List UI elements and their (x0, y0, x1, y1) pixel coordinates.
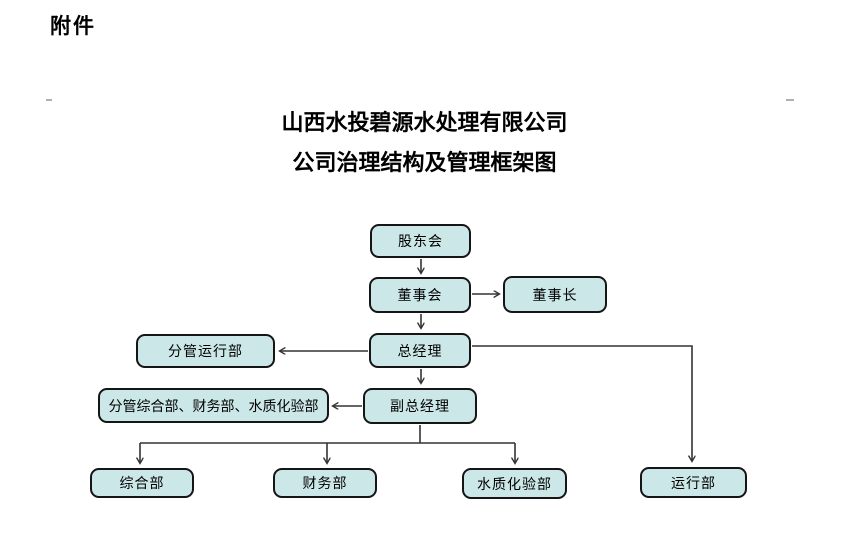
page-artifact-dash-left (46, 99, 52, 101)
org-node-deputy-general-manager: 副总经理 (363, 388, 477, 424)
org-node-finance-dept: 财务部 (273, 468, 377, 498)
edge-dgm-drop-and-rail (140, 425, 515, 444)
chart-title-line1: 山西水投碧源水处理有限公司 (281, 110, 568, 135)
org-node-label: 董事长 (532, 286, 578, 303)
chart-title-line2: 公司治理结构及管理框架图 (292, 150, 557, 175)
org-node-general-manager: 总经理 (369, 333, 471, 368)
attachment-label: 附件 (50, 15, 96, 38)
org-node-label: 分管综合部、财务部、水质化验部 (108, 397, 319, 414)
org-node-label: 财务部 (302, 475, 348, 491)
org-node-label: 分管运行部 (168, 343, 243, 359)
org-node-oversees-admin-finance-lab: 分管综合部、财务部、水质化验部 (98, 388, 329, 423)
org-node-general-affairs-dept: 综合部 (90, 468, 194, 498)
page-artifact-dash-right (786, 99, 794, 101)
org-node-chairman: 董事长 (503, 276, 607, 313)
org-node-label: 副总经理 (390, 398, 450, 414)
org-node-oversees-operations-dept: 分管运行部 (136, 334, 275, 368)
org-node-label: 总经理 (397, 342, 443, 359)
org-node-label: 综合部 (119, 475, 165, 491)
org-node-label: 董事会 (397, 287, 443, 303)
edge-gm-to-operations (472, 345, 692, 461)
org-node-shareholders-meeting: 股东会 (370, 224, 471, 258)
org-node-label: 运行部 (671, 474, 716, 491)
org-node-water-quality-lab-dept: 水质化验部 (462, 468, 567, 499)
org-node-board-of-directors: 董事会 (369, 277, 471, 313)
chart-title: 山西水投碧源水处理有限公司 公司治理结构及管理框架图 (0, 103, 849, 183)
org-node-label: 股东会 (398, 233, 443, 249)
org-node-operations-dept: 运行部 (640, 467, 747, 498)
org-node-label: 水质化验部 (477, 475, 552, 492)
